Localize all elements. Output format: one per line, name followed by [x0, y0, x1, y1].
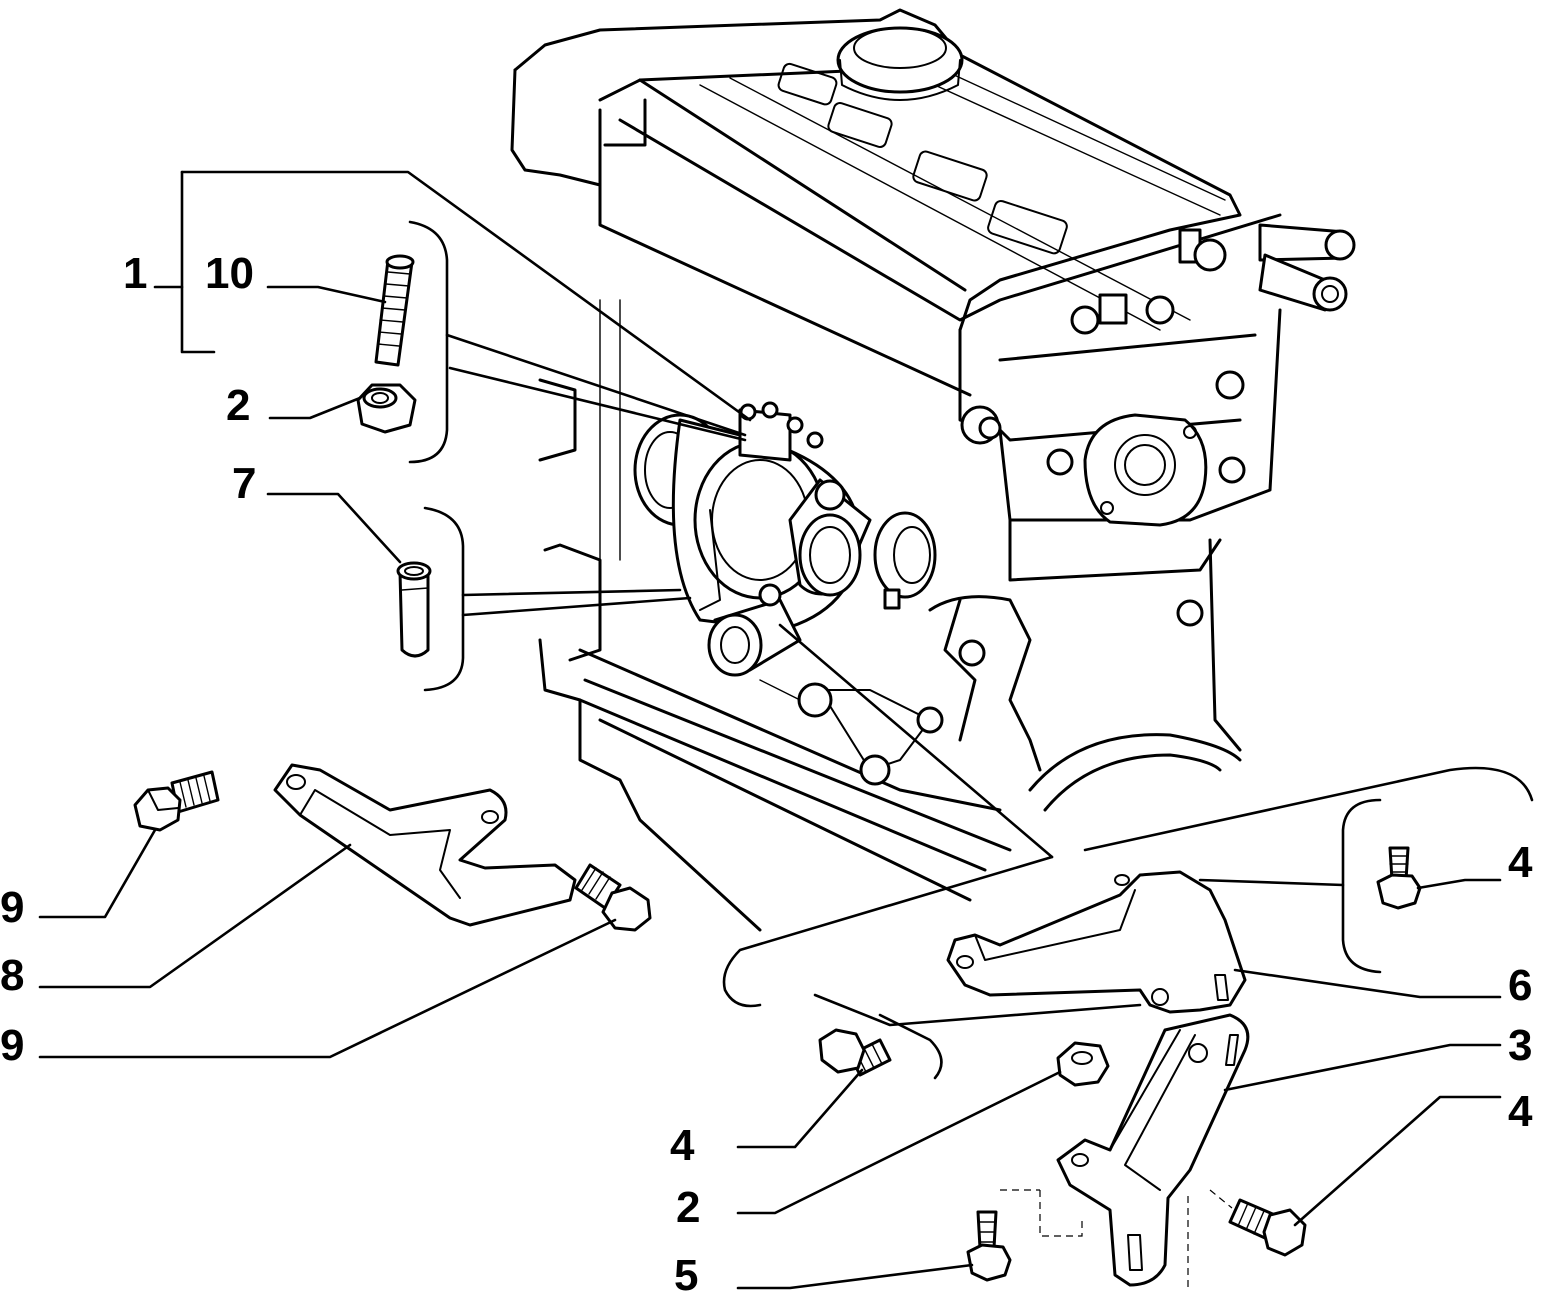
callout-3: 3 [1508, 1021, 1532, 1070]
callout-bracket-7 [423, 506, 692, 692]
bolt-part-9-upper [133, 770, 220, 832]
callout-6: 6 [1508, 961, 1532, 1010]
stud-part-10 [374, 254, 415, 367]
engine-block [510, 8, 1356, 932]
nut-part-2-right [1056, 1041, 1110, 1087]
callout-5: 5 [674, 1251, 698, 1300]
callout-4-middle: 4 [670, 1121, 695, 1170]
nut-part-2-left [356, 383, 417, 434]
callout-9-lower: 9 [0, 1021, 24, 1070]
dowel-part-7 [396, 561, 432, 658]
leader-lines [38, 285, 1502, 1290]
callout-4-upper: 4 [1508, 838, 1533, 887]
bolt-part-5 [966, 1210, 1012, 1282]
callout-8: 8 [0, 951, 24, 1000]
bracket-part-6 [946, 870, 1247, 1014]
callout-9-upper: 9 [0, 883, 24, 932]
callout-1: 1 [123, 249, 147, 298]
callout-labels: 1 10 2 7 9 8 9 4 6 3 4 4 2 5 [0, 249, 1533, 1300]
group-bracket-1 [153, 170, 752, 422]
callout-2-left: 2 [226, 381, 250, 430]
callout-2-right: 2 [676, 1183, 700, 1232]
callout-10: 10 [205, 249, 254, 298]
bracket-part-8 [273, 763, 577, 927]
bolt-part-4-lower [1228, 1198, 1307, 1257]
callout-7: 7 [232, 459, 256, 508]
bracket-part-3 [1000, 1013, 1250, 1288]
bolt-part-4-middle [818, 1028, 892, 1077]
callout-4-lower: 4 [1508, 1087, 1533, 1136]
callout-bracket-10-2 [408, 220, 747, 464]
bolt-part-4-upper [1376, 846, 1422, 910]
assembly-frame-right [722, 623, 1534, 1080]
water-pump-assembly [633, 401, 937, 677]
